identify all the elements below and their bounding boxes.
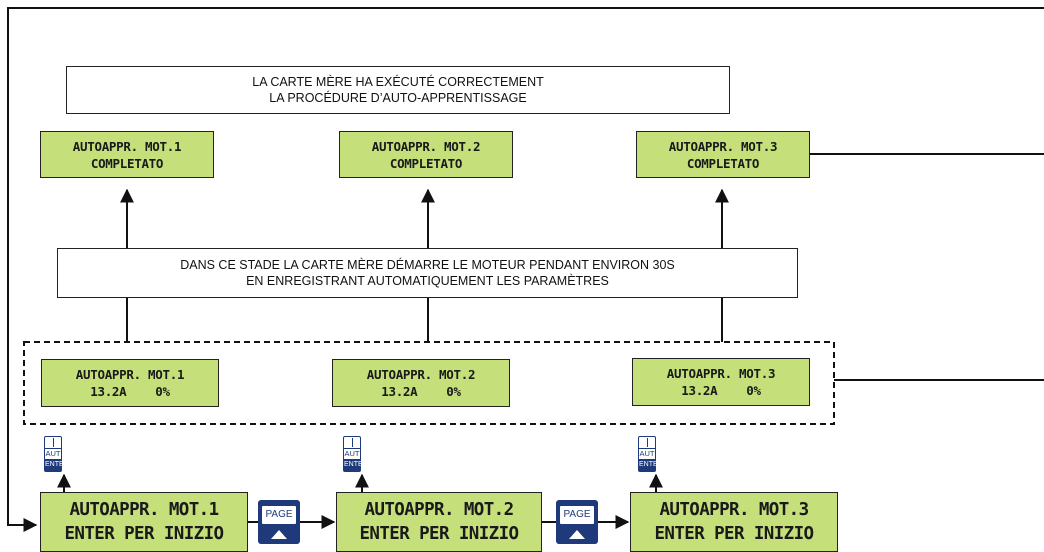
lcd-completed-mot-2: AUTOAPPR. MOT.2 COMPLETATO <box>339 131 513 178</box>
enter-key-bottom-label: ENTER <box>344 459 368 471</box>
lcd-start-mot-2: AUTOAPPR. MOT.2 ENTER PER INIZIO <box>336 492 542 552</box>
running-note-line-2: EN ENREGISTRANT AUTOMATIQUEMENT LES PARA… <box>246 274 609 288</box>
lcd-line-1: AUTOAPPR. MOT.2 <box>366 367 476 382</box>
lcd-line-2: ENTER PER INIZIO <box>64 524 225 544</box>
lcd-line-2: ENTER PER INIZIO <box>359 524 520 544</box>
success-note: LA CARTE MÈRE HA EXÉCUTÉ CORRECTEMENT LA… <box>66 66 730 114</box>
lcd-progress-mot-2: AUTOAPPR. MOT.2 13.2A 0% <box>332 359 510 407</box>
lcd-line-1: AUTOAPPR. MOT.3 <box>659 500 809 520</box>
enter-key-mot-2[interactable]: AUT ENTER <box>343 436 368 472</box>
lcd-line-1: AUTOAPPR. MOT.3 <box>668 138 778 154</box>
lcd-line-2: COMPLETATO <box>90 155 164 171</box>
lcd-line-1: AUTOAPPR. MOT.1 <box>69 500 219 520</box>
lcd-start-mot-1: AUTOAPPR. MOT.1 ENTER PER INIZIO <box>40 492 248 552</box>
lcd-line-2: 13.2A 0% <box>681 383 761 398</box>
page-key-label: PAGE <box>560 506 594 524</box>
enter-key-bottom-label: ENTER <box>639 459 663 471</box>
page-key-label: PAGE <box>262 506 296 524</box>
lcd-line-2: 13.2A 0% <box>90 384 170 399</box>
lcd-line-2: COMPLETATO <box>686 155 760 171</box>
enter-key-top-label: AUT <box>45 449 61 458</box>
lcd-line-1: AUTOAPPR. MOT.2 <box>371 138 481 154</box>
lcd-progress-mot-1: AUTOAPPR. MOT.1 13.2A 0% <box>41 359 219 407</box>
running-note-line-1: DANS CE STADE LA CARTE MÈRE DÉMARRE LE M… <box>180 258 675 272</box>
enter-key-mot-3[interactable]: AUT ENTER <box>638 436 663 472</box>
up-arrow-icon <box>569 530 585 539</box>
enter-key-top-label: AUT <box>639 449 655 458</box>
key-icon <box>344 437 360 449</box>
page-key-1[interactable]: PAGE <box>258 500 300 544</box>
lcd-line-2: 13.2A 0% <box>381 384 461 399</box>
running-note: DANS CE STADE LA CARTE MÈRE DÉMARRE LE M… <box>57 248 798 298</box>
lcd-completed-mot-1: AUTOAPPR. MOT.1 COMPLETATO <box>40 131 214 178</box>
lcd-line-1: AUTOAPPR. MOT.1 <box>72 138 182 154</box>
lcd-completed-mot-3: AUTOAPPR. MOT.3 COMPLETATO <box>636 131 810 178</box>
enter-key-mot-1[interactable]: AUT ENTER <box>44 436 69 472</box>
lcd-line-1: AUTOAPPR. MOT.2 <box>364 500 514 520</box>
enter-key-top-label: AUT <box>344 449 360 458</box>
lcd-line-2: ENTER PER INIZIO <box>654 524 815 544</box>
success-note-line-2: LA PROCÉDURE D’AUTO-APPRENTISSAGE <box>269 91 527 105</box>
success-note-line-1: LA CARTE MÈRE HA EXÉCUTÉ CORRECTEMENT <box>252 75 544 89</box>
lcd-start-mot-3: AUTOAPPR. MOT.3 ENTER PER INIZIO <box>630 492 838 552</box>
key-icon <box>639 437 655 449</box>
lcd-line-2: COMPLETATO <box>389 155 463 171</box>
page-key-2[interactable]: PAGE <box>556 500 598 544</box>
up-arrow-icon <box>271 530 287 539</box>
enter-key-bottom-label: ENTER <box>45 459 69 471</box>
key-icon <box>45 437 61 449</box>
lcd-line-1: AUTOAPPR. MOT.3 <box>666 366 776 381</box>
lcd-line-1: AUTOAPPR. MOT.1 <box>75 367 185 382</box>
lcd-progress-mot-3: AUTOAPPR. MOT.3 13.2A 0% <box>632 358 810 406</box>
